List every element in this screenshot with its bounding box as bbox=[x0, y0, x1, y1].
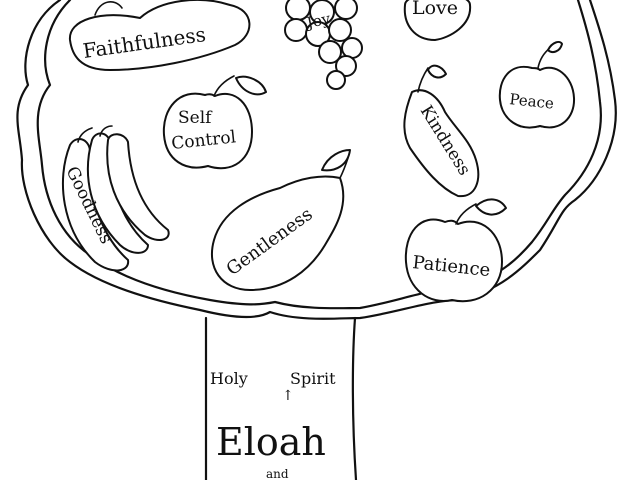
tree-canopy-inner-outline bbox=[36, 0, 602, 310]
patience-apple: Patience bbox=[404, 198, 507, 303]
love-label: Love bbox=[412, 0, 458, 19]
joy-grapes: Joy bbox=[284, 0, 363, 90]
tree-canopy-outline bbox=[16, 0, 617, 320]
kindness-pear: Kindness bbox=[403, 64, 480, 198]
spirit-label: Spirit bbox=[290, 369, 336, 388]
holy-label: Holy bbox=[210, 369, 248, 388]
love-fruit: Love bbox=[403, 0, 472, 41]
peace-label: Peace bbox=[509, 90, 555, 113]
self-label: Self bbox=[178, 108, 213, 128]
gentleness-pear: Gentleness bbox=[210, 149, 351, 291]
goodness-bananas: Goodness bbox=[62, 125, 170, 272]
arrow-label: ↑ bbox=[282, 388, 294, 404]
eloah-label: Eloah bbox=[216, 420, 326, 464]
faithfulness-fruit: Faithfulness bbox=[68, 0, 251, 71]
peace-apple: Peace bbox=[498, 41, 576, 129]
self-control-apple: Self Control bbox=[162, 75, 267, 170]
and-label: and bbox=[266, 467, 289, 480]
tree-trunk-right bbox=[351, 316, 358, 480]
joy-label: Joy bbox=[303, 9, 332, 32]
